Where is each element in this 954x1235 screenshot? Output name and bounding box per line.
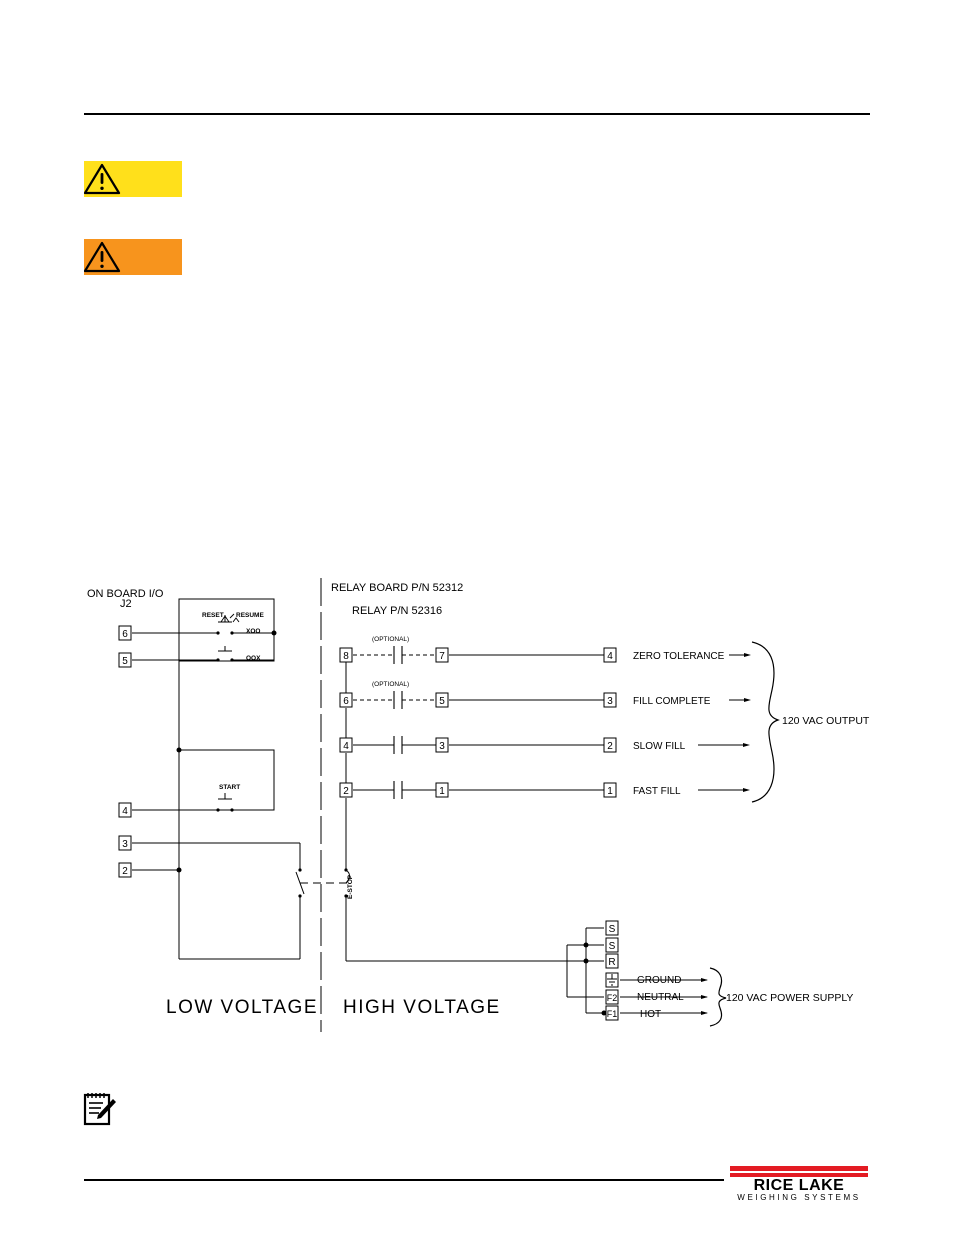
terminal-label: F2 (607, 993, 618, 1003)
xoo-label: XOO (246, 628, 260, 635)
start-label: START (219, 784, 240, 791)
neutral-label: NEUTRAL (637, 992, 684, 1003)
terminal-label: R (608, 957, 615, 968)
terminal-label: 4 (343, 741, 349, 752)
terminal-label: 6 (343, 696, 349, 707)
exclamation-triangle-icon (84, 241, 121, 273)
terminal-label: 1 (607, 786, 613, 797)
output-label: FILL COMPLETE (633, 696, 711, 707)
relay-in-terminal: 4 (339, 737, 353, 753)
terminal-label: 1 (439, 786, 445, 797)
terminal-label: 3 (607, 696, 613, 707)
terminal-label: 3 (439, 741, 445, 752)
resume-label: RESUME (236, 612, 264, 619)
relay-out-terminal: 3 (435, 737, 449, 753)
selector-switch-icon (220, 613, 240, 623)
low-voltage-label: LOW VOLTAGE (166, 997, 318, 1018)
terminal-label: 6 (122, 629, 128, 640)
terminal-label: 2 (343, 786, 349, 797)
terminal-label: S (609, 941, 616, 952)
terminal-label: S (609, 924, 616, 935)
j2-terminal: 5 (118, 652, 132, 668)
relay-row: 8 7 4 (OPTIONAL) ZERO TOLERANCE (339, 636, 751, 664)
ground-icon (607, 974, 617, 986)
hot-label: HOT (640, 1009, 661, 1020)
arrow-head (701, 1011, 708, 1015)
header-rule (84, 113, 870, 115)
terminal-label: 2 (122, 866, 128, 877)
power-terminal (605, 972, 619, 988)
j2-terminal: 6 (118, 625, 132, 641)
relay-out-terminal: 1 (435, 782, 449, 798)
output-terminal: 2 (603, 737, 617, 753)
footer-rule (84, 1179, 724, 1181)
output-label: SLOW FILL (633, 741, 686, 752)
relay-row: 2 1 1 FAST FILL (339, 781, 750, 799)
relay-in-terminal: 6 (339, 692, 353, 708)
terminal-label: 4 (607, 651, 613, 662)
arrow-head (701, 995, 708, 999)
j2-label: J2 (120, 598, 132, 610)
power-terminal: S (605, 920, 619, 936)
power-brace-label: 120 VAC POWER SUPPLY (726, 992, 853, 1004)
relay-out-terminal: 5 (435, 692, 449, 708)
output-terminal: 1 (603, 782, 617, 798)
terminal-label: 7 (439, 651, 445, 662)
output-label: ZERO TOLERANCE (633, 651, 725, 662)
j2-terminal: 2 (118, 862, 132, 878)
oox-label: OOX (246, 655, 261, 662)
relay-row: 4 3 2 SLOW FILL (339, 736, 750, 754)
output-brace-label: 120 VAC OUTPUT (782, 715, 870, 727)
reset-label: RESET (202, 612, 224, 619)
warning-badge (84, 239, 182, 275)
optional-label: (OPTIONAL) (372, 636, 409, 643)
exclamation-triangle-icon (84, 163, 121, 195)
relay-row: 6 5 3 (OPTIONAL) FILL COMPLETE (339, 681, 751, 709)
terminal-label: 5 (122, 656, 128, 667)
logo-tagline: WEIGHING SYSTEMS (737, 1193, 860, 1202)
power-terminal: R (605, 953, 619, 969)
logo-name: RICE LAKE (754, 1177, 845, 1194)
relay-in-terminal: 2 (339, 782, 353, 798)
high-voltage-label: HIGH VOLTAGE (343, 997, 501, 1018)
arrow-head (701, 978, 708, 982)
relay-in-terminal: 8 (339, 647, 353, 663)
terminal-label: 4 (122, 806, 128, 817)
output-terminal: 3 (603, 692, 617, 708)
optional-label: (OPTIONAL) (372, 681, 409, 688)
onboard-io-label: ON BOARD I/O (87, 588, 164, 600)
relay-board-label: RELAY BOARD P/N 52312 (331, 582, 463, 594)
terminal-label: F1 (607, 1009, 618, 1019)
caution-badge (84, 161, 182, 197)
relay-pn-label: RELAY P/N 52316 (352, 605, 442, 617)
power-terminal: S (605, 937, 619, 953)
output-label: FAST FILL (633, 786, 681, 797)
j2-terminal: 4 (118, 802, 132, 818)
terminal-label: 2 (607, 741, 613, 752)
rice-lake-logo: RICE LAKE WEIGHING SYSTEMS (730, 1166, 868, 1202)
relay-out-terminal: 7 (435, 647, 449, 663)
estop-label: E-STOP (347, 874, 354, 899)
power-terminal: F1 (605, 1005, 619, 1021)
terminal-label: 3 (122, 839, 128, 850)
output-terminal: 4 (603, 647, 617, 663)
ground-label: GROUND (637, 975, 681, 986)
note-pad-pencil-icon (83, 1093, 116, 1126)
terminal-label: 8 (343, 651, 349, 662)
j2-terminal: 3 (118, 835, 132, 851)
power-terminal: F2 (605, 989, 619, 1005)
terminal-label: 5 (439, 696, 445, 707)
